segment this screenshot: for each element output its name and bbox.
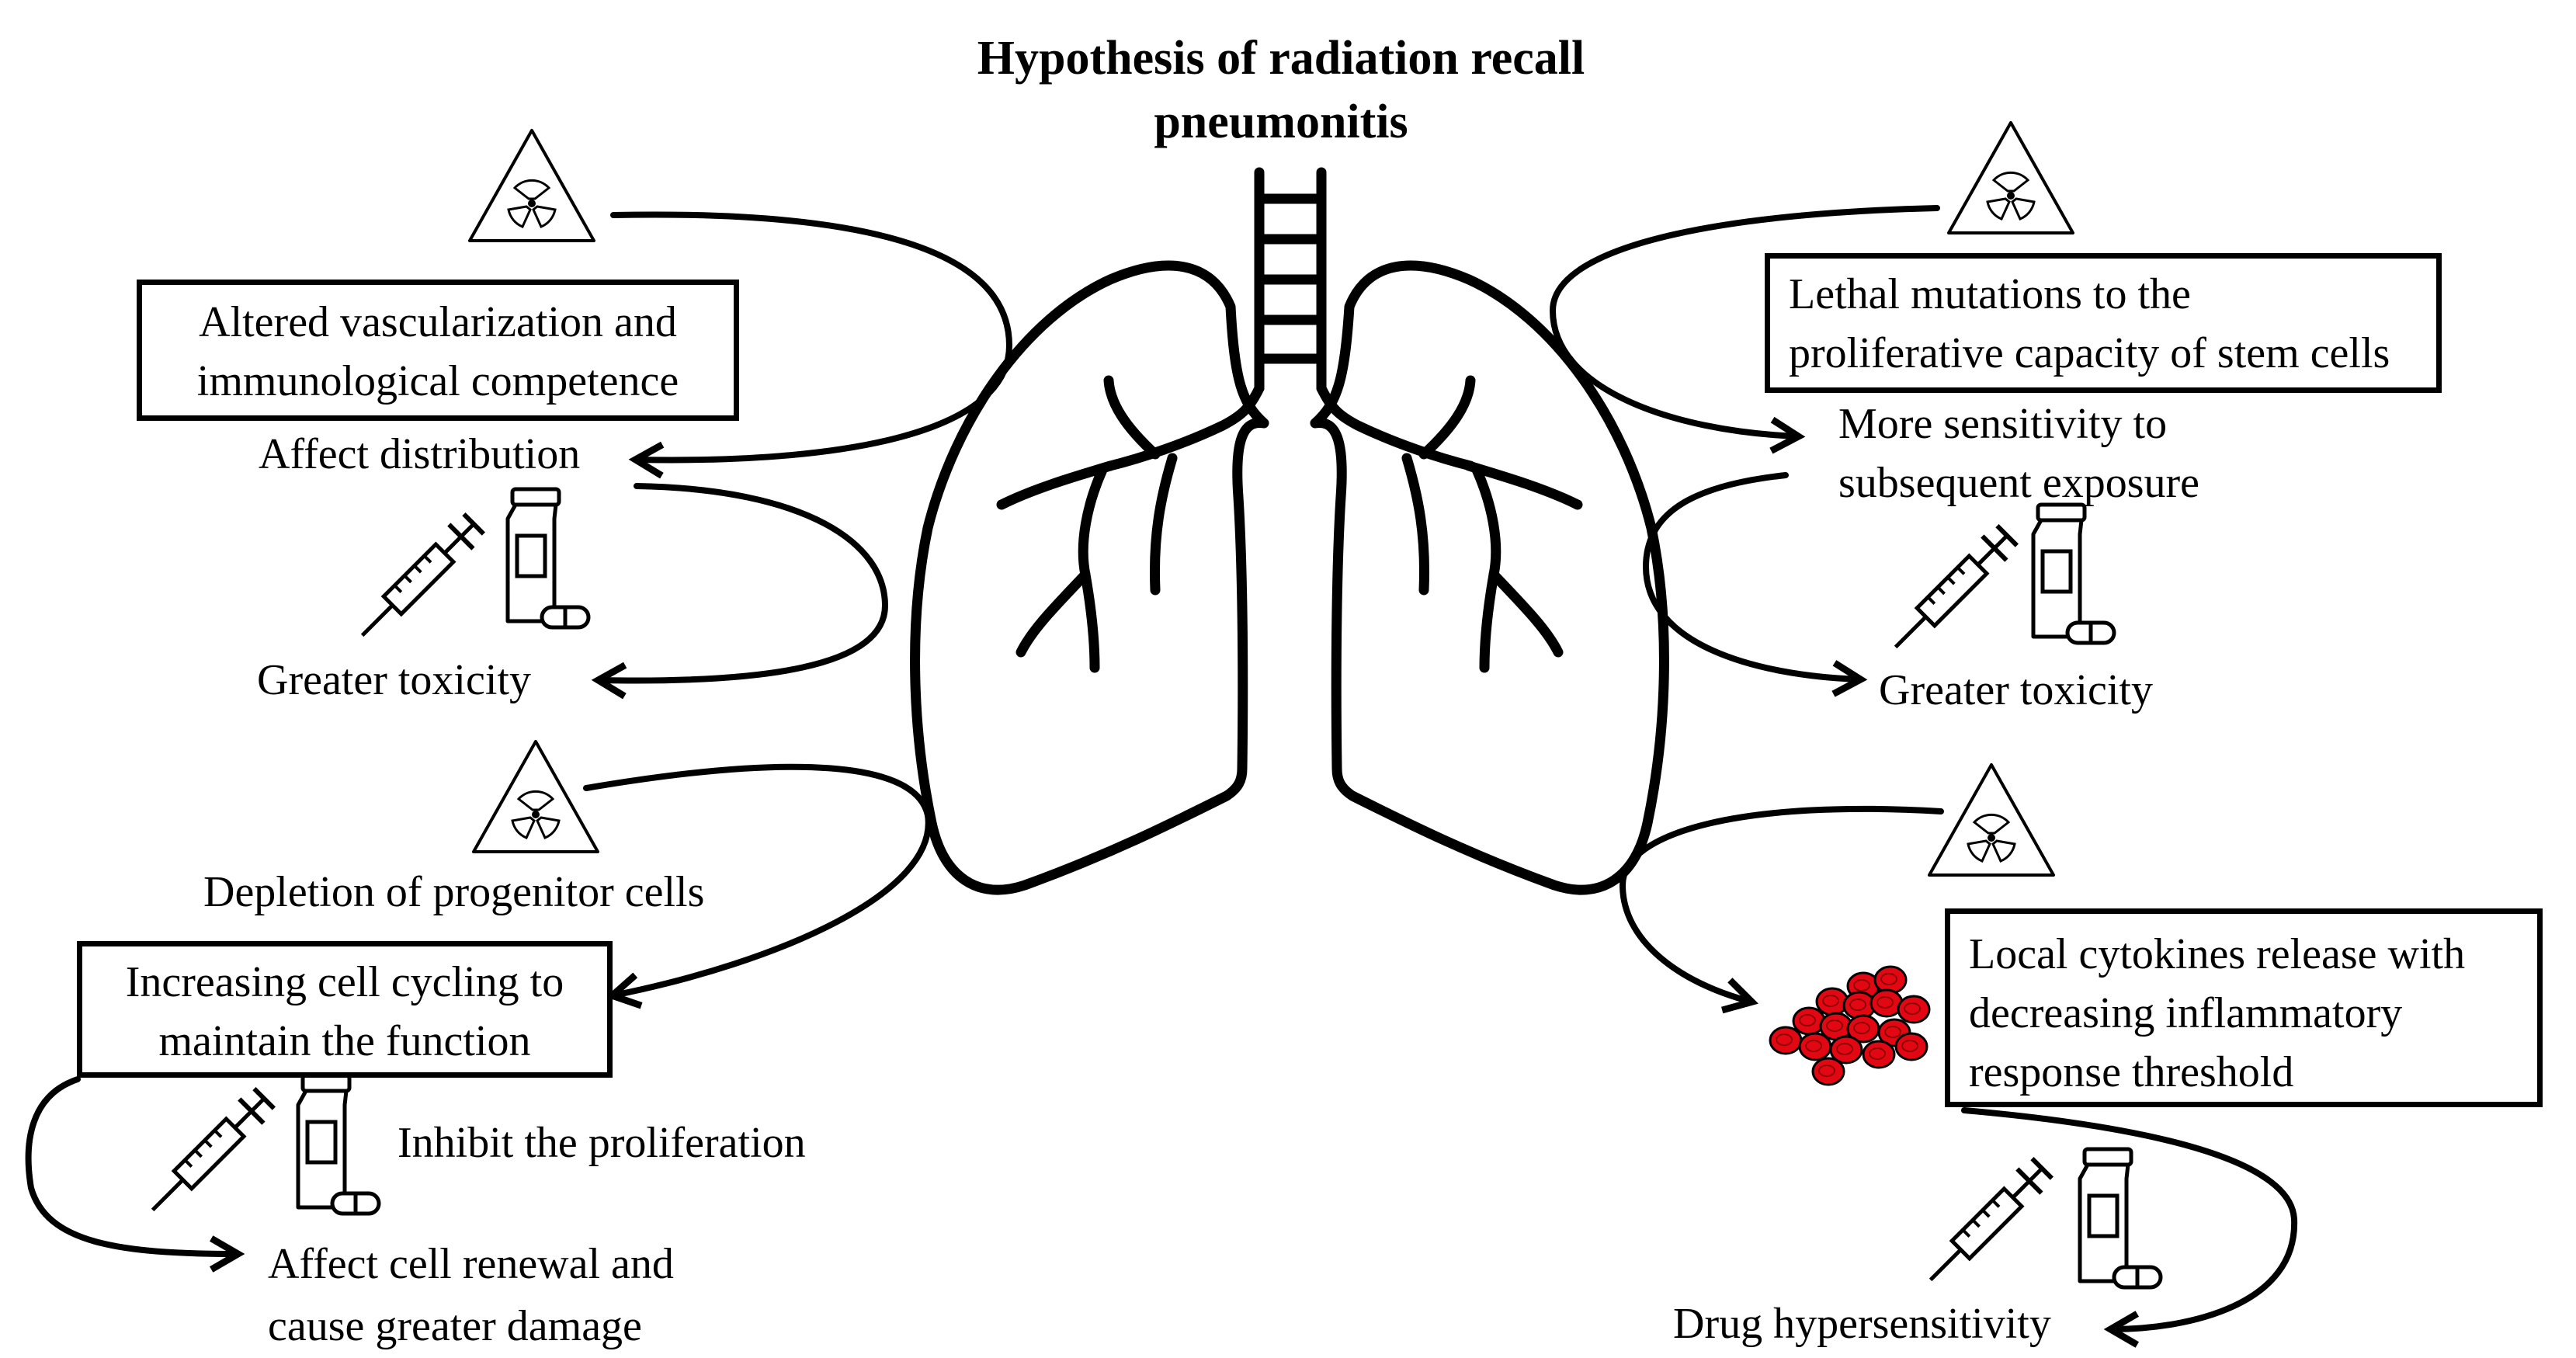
label-affect-distribution: Affect distribution <box>259 430 581 478</box>
label-depletion-progenitor: Depletion of progenitor cells <box>203 868 705 916</box>
lungs-icon <box>910 167 1669 895</box>
box-text-line: Increasing cell cycling to <box>125 958 564 1006</box>
box-text-line: immunological competence <box>196 357 679 405</box>
box-text-line: response threshold <box>1969 1048 2294 1096</box>
label-drug-hypersensitivity: Drug hypersensitivity <box>1673 1300 2051 1348</box>
label-more-sensitivity: More sensitivity to subsequent exposure <box>1838 394 2199 512</box>
red-blood-cells-icon <box>1769 965 1931 1086</box>
box-text-line: Lethal mutations to the <box>1789 270 2191 318</box>
label-greater-toxicity-right: Greater toxicity <box>1879 666 2153 714</box>
arrow-left-3 <box>583 763 932 1009</box>
label-line: Affect cell renewal and <box>268 1240 674 1288</box>
page-title: Hypothesis of radiation recall pneumonit… <box>854 26 1708 154</box>
title-line-2: pneumonitis <box>1154 96 1408 148</box>
syringe-icon <box>350 512 486 648</box>
box-altered-vascularization: Altered vascularization and immunologica… <box>137 280 739 421</box>
drug-bottle-icon <box>2080 1149 2161 1287</box>
arrow-right-4 <box>1961 1107 2298 1348</box>
title-line-1: Hypothesis of radiation recall <box>977 32 1585 85</box>
radiation-warning-icon <box>1947 121 2074 234</box>
arrow-right-3 <box>1619 805 1944 1014</box>
label-affect-cell-renewal: Affect cell renewal and cause greater da… <box>268 1233 674 1357</box>
label-line: cause greater damage <box>268 1302 642 1350</box>
arrow-left-4 <box>25 1076 245 1273</box>
box-increasing-cell-cycling: Increasing cell cycling to maintain the … <box>77 941 613 1078</box>
syringe-icon <box>1918 1156 2054 1292</box>
arrow-left-1 <box>610 211 1013 479</box>
radiation-warning-icon <box>468 129 595 242</box>
box-text-line: decreasing inflammatory <box>1969 989 2403 1037</box>
label-greater-toxicity-left: Greater toxicity <box>257 656 531 704</box>
label-inhibit-proliferation: Inhibit the proliferation <box>398 1119 806 1167</box>
drug-bottle-icon <box>508 489 588 627</box>
arrow-right-1 <box>1549 205 1940 454</box>
arrow-left-2 <box>591 483 889 700</box>
arrow-right-2 <box>1642 472 1868 697</box>
drug-bottle-icon <box>298 1075 379 1214</box>
drug-bottle-icon <box>2033 505 2114 643</box>
label-line: subsequent exposure <box>1838 459 2200 507</box>
box-text-line: maintain the function <box>158 1017 531 1065</box>
syringe-icon <box>141 1086 276 1222</box>
syringe-icon <box>1883 523 2019 659</box>
radiation-warning-icon <box>472 740 599 853</box>
radiation-warning-icon <box>1928 763 2055 877</box>
label-line: More sensitivity to <box>1838 400 2168 448</box>
box-local-cytokines: Local cytokines release with decreasing … <box>1945 908 2543 1107</box>
box-text-line: Altered vascularization and <box>199 298 677 346</box>
box-text-line: proliferative capacity of stem cells <box>1789 329 2390 377</box>
box-text-line: Local cytokines release with <box>1969 930 2466 978</box>
box-lethal-mutations: Lethal mutations to the proliferative ca… <box>1765 253 2442 393</box>
